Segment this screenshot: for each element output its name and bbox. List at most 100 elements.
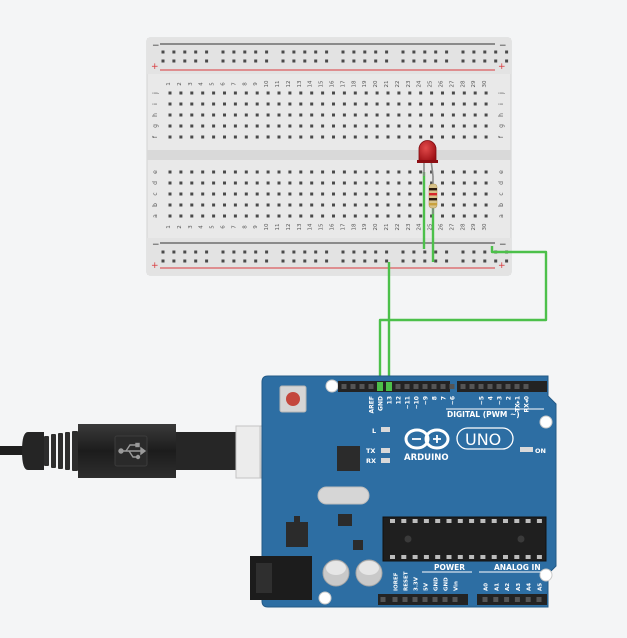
terminal-hole[interactable]: [233, 203, 237, 207]
rail-hole[interactable]: [221, 50, 225, 54]
terminal-hole[interactable]: [233, 135, 237, 139]
rail-hole[interactable]: [292, 59, 296, 63]
digital-pin-socket[interactable]: [514, 384, 520, 389]
terminal-hole[interactable]: [179, 102, 183, 106]
terminal-hole[interactable]: [168, 192, 172, 196]
rail-hole[interactable]: [374, 50, 378, 54]
terminal-hole[interactable]: [462, 113, 466, 117]
terminal-hole[interactable]: [484, 170, 488, 174]
terminal-hole[interactable]: [484, 181, 488, 185]
terminal-hole[interactable]: [375, 214, 379, 218]
resistor[interactable]: [428, 176, 438, 214]
terminal-hole[interactable]: [244, 170, 248, 174]
rail-hole[interactable]: [494, 59, 498, 63]
terminal-hole[interactable]: [255, 124, 259, 128]
power-pin-socket[interactable]: [452, 597, 458, 602]
terminal-hole[interactable]: [277, 102, 281, 106]
terminal-hole[interactable]: [386, 170, 390, 174]
rail-hole[interactable]: [434, 59, 438, 63]
rail-hole[interactable]: [434, 50, 438, 54]
terminal-hole[interactable]: [255, 170, 259, 174]
terminal-hole[interactable]: [473, 170, 477, 174]
terminal-hole[interactable]: [190, 102, 194, 106]
digital-pin-socket[interactable]: [460, 384, 466, 389]
rail-hole[interactable]: [205, 59, 209, 63]
terminal-hole[interactable]: [408, 192, 412, 196]
terminal-hole[interactable]: [353, 124, 357, 128]
terminal-hole[interactable]: [255, 102, 259, 106]
rail-hole[interactable]: [483, 59, 487, 63]
rail-hole[interactable]: [221, 259, 225, 263]
rail-hole[interactable]: [265, 250, 269, 254]
terminal-hole[interactable]: [332, 124, 335, 128]
terminal-hole[interactable]: [201, 91, 205, 95]
terminal-hole[interactable]: [473, 214, 477, 218]
terminal-hole[interactable]: [168, 203, 172, 207]
terminal-hole[interactable]: [408, 113, 412, 117]
terminal-hole[interactable]: [451, 91, 455, 95]
terminal-hole[interactable]: [451, 135, 455, 139]
terminal-hole[interactable]: [266, 170, 270, 174]
terminal-hole[interactable]: [451, 203, 455, 207]
terminal-hole[interactable]: [212, 113, 216, 117]
terminal-hole[interactable]: [288, 113, 292, 117]
rail-hole[interactable]: [243, 50, 247, 54]
terminal-hole[interactable]: [397, 203, 401, 207]
terminal-hole[interactable]: [353, 214, 357, 218]
terminal-hole[interactable]: [233, 91, 237, 95]
terminal-hole[interactable]: [201, 214, 205, 218]
rail-hole[interactable]: [314, 50, 318, 54]
terminal-hole[interactable]: [255, 113, 259, 117]
rail-hole[interactable]: [385, 59, 389, 63]
rail-hole[interactable]: [194, 259, 198, 263]
terminal-hole[interactable]: [179, 170, 183, 174]
terminal-hole[interactable]: [397, 113, 401, 117]
rail-hole[interactable]: [183, 59, 187, 63]
terminal-hole[interactable]: [408, 170, 412, 174]
rail-hole[interactable]: [314, 250, 318, 254]
rail-hole[interactable]: [401, 50, 405, 54]
terminal-hole[interactable]: [288, 91, 292, 95]
terminal-hole[interactable]: [233, 102, 237, 106]
digital-pin-socket[interactable]: [469, 384, 475, 389]
wire-pin13-to-rail[interactable]: [378, 246, 548, 384]
terminal-hole[interactable]: [201, 181, 205, 185]
rail-hole[interactable]: [281, 50, 285, 54]
terminal-hole[interactable]: [223, 192, 226, 196]
rail-hole[interactable]: [254, 259, 258, 263]
rail-hole[interactable]: [221, 250, 225, 254]
digital-pin-socket[interactable]: [341, 384, 347, 389]
terminal-hole[interactable]: [244, 192, 248, 196]
digital-pin-socket[interactable]: [431, 384, 437, 389]
terminal-hole[interactable]: [484, 214, 488, 218]
terminal-hole[interactable]: [451, 214, 455, 218]
terminal-hole[interactable]: [375, 135, 379, 139]
terminal-hole[interactable]: [342, 192, 346, 196]
terminal-hole[interactable]: [462, 203, 466, 207]
terminal-hole[interactable]: [321, 124, 325, 128]
terminal-hole[interactable]: [430, 91, 434, 95]
digital-pin-socket[interactable]: [404, 384, 410, 389]
terminal-hole[interactable]: [321, 135, 325, 139]
terminal-hole[interactable]: [244, 102, 248, 106]
rail-hole[interactable]: [265, 50, 269, 54]
terminal-hole[interactable]: [190, 124, 194, 128]
rail-hole[interactable]: [265, 259, 269, 263]
terminal-hole[interactable]: [223, 124, 226, 128]
terminal-hole[interactable]: [299, 135, 303, 139]
rail-hole[interactable]: [483, 50, 487, 54]
terminal-hole[interactable]: [441, 124, 444, 128]
terminal-hole[interactable]: [484, 91, 488, 95]
terminal-hole[interactable]: [299, 91, 303, 95]
terminal-hole[interactable]: [353, 102, 357, 106]
rail-hole[interactable]: [205, 250, 209, 254]
terminal-hole[interactable]: [299, 170, 303, 174]
rail-hole[interactable]: [232, 50, 236, 54]
terminal-hole[interactable]: [419, 91, 423, 95]
rail-hole[interactable]: [423, 250, 427, 254]
terminal-hole[interactable]: [332, 91, 335, 95]
rail-hole[interactable]: [303, 250, 307, 254]
rail-hole[interactable]: [161, 259, 165, 263]
terminal-hole[interactable]: [288, 192, 292, 196]
terminal-hole[interactable]: [484, 102, 488, 106]
